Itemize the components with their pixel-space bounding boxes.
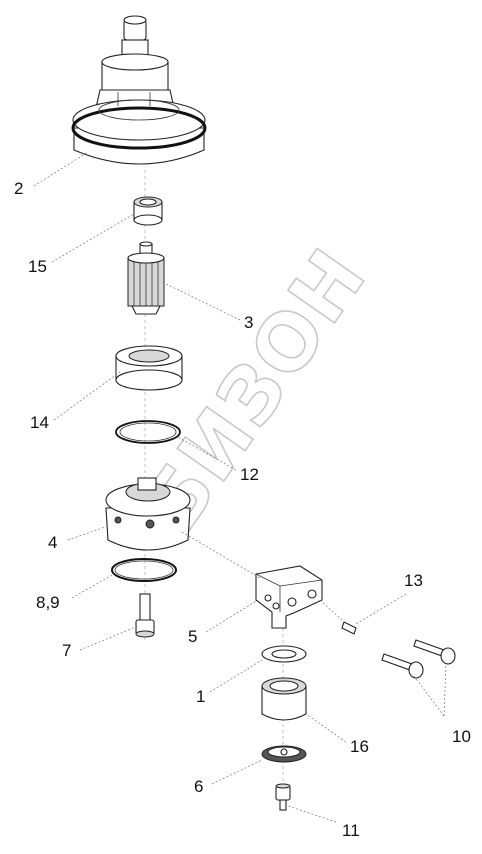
part-13-pin: [341, 621, 357, 635]
callout-16: 16: [350, 737, 369, 756]
part-8-9-o-ring: [111, 558, 177, 582]
callout-14: 14: [30, 413, 49, 432]
callout-12: 12: [240, 465, 259, 484]
callout-10: 10: [452, 727, 471, 746]
part-12-snap-ring: [115, 420, 181, 444]
leader-lines: [33, 151, 447, 823]
callout-7: 7: [62, 641, 71, 660]
part-7-screw: [135, 593, 155, 638]
part-5-bracket: [255, 565, 323, 629]
callout-2: 2: [14, 179, 23, 198]
part-6-cap: [261, 745, 307, 763]
part-14-bearing: [115, 345, 183, 391]
callout-13: 13: [404, 571, 423, 590]
callout-3: 3: [244, 313, 253, 332]
part-15-bushing: [133, 196, 163, 226]
callout-4: 4: [48, 533, 57, 552]
callout-8-9: 8,9: [36, 593, 60, 612]
part-16-sleeve: [261, 677, 307, 721]
callout-11: 11: [342, 821, 360, 840]
callout-6: 6: [194, 777, 203, 796]
callout-15: 15: [28, 257, 47, 276]
callout-5: 5: [188, 627, 197, 646]
part-4-gear-case: [105, 477, 191, 551]
part-2-housing: [71, 15, 207, 165]
part-10-bolt-upper: [413, 639, 456, 665]
part-3-gear-shaft: [127, 241, 165, 315]
part-10-bolt-lower: [381, 653, 424, 679]
callout-1: 1: [196, 687, 205, 706]
part-11-small-screw: [275, 783, 291, 811]
part-1-washer: [261, 645, 307, 663]
